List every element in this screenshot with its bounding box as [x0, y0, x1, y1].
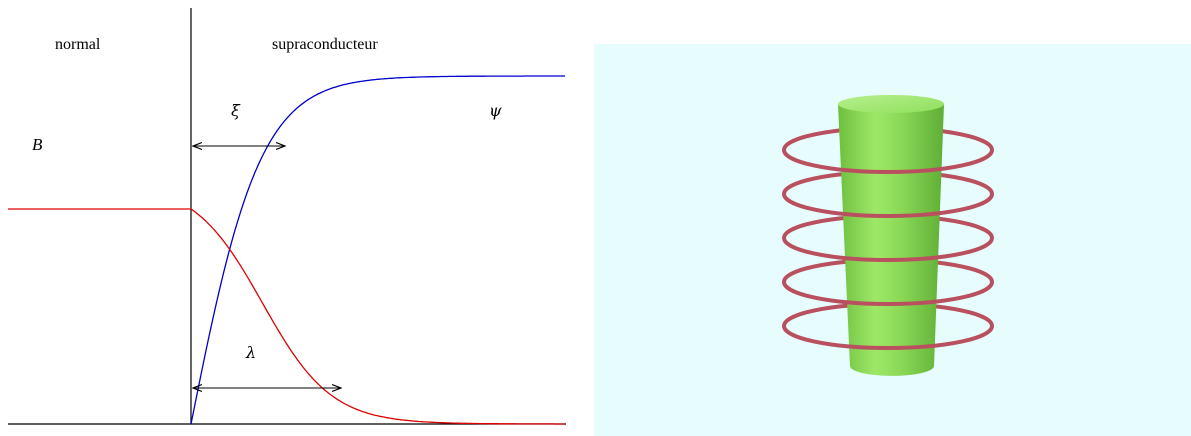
- coherence-length-label: ξ: [231, 101, 241, 120]
- superconductor-region-label: supraconducteur: [272, 36, 378, 53]
- field-label: B: [32, 135, 43, 154]
- normal-region-label: normal: [55, 36, 101, 53]
- ring-1-front: [782, 149, 994, 174]
- rings-front-halves: [782, 149, 994, 350]
- superconducting-cylinder: [838, 95, 944, 376]
- penetration-depth-label: λ: [245, 343, 256, 362]
- cylinder-top-face: [838, 95, 944, 113]
- order-parameter-label: ψ: [489, 101, 502, 120]
- magnetic-field-curve: [8, 208, 565, 425]
- cylinder-illustration-panel: [594, 44, 1191, 436]
- ring-4-front: [782, 281, 994, 306]
- cylinder-body: [838, 104, 944, 376]
- ring-2-front: [782, 193, 994, 218]
- interface-profile-panel: normal supraconducteur B ψ ξ λ: [8, 8, 566, 425]
- ring-5-front: [782, 325, 994, 350]
- ring-3-front: [782, 237, 994, 262]
- order-parameter-curve: [190, 75, 565, 425]
